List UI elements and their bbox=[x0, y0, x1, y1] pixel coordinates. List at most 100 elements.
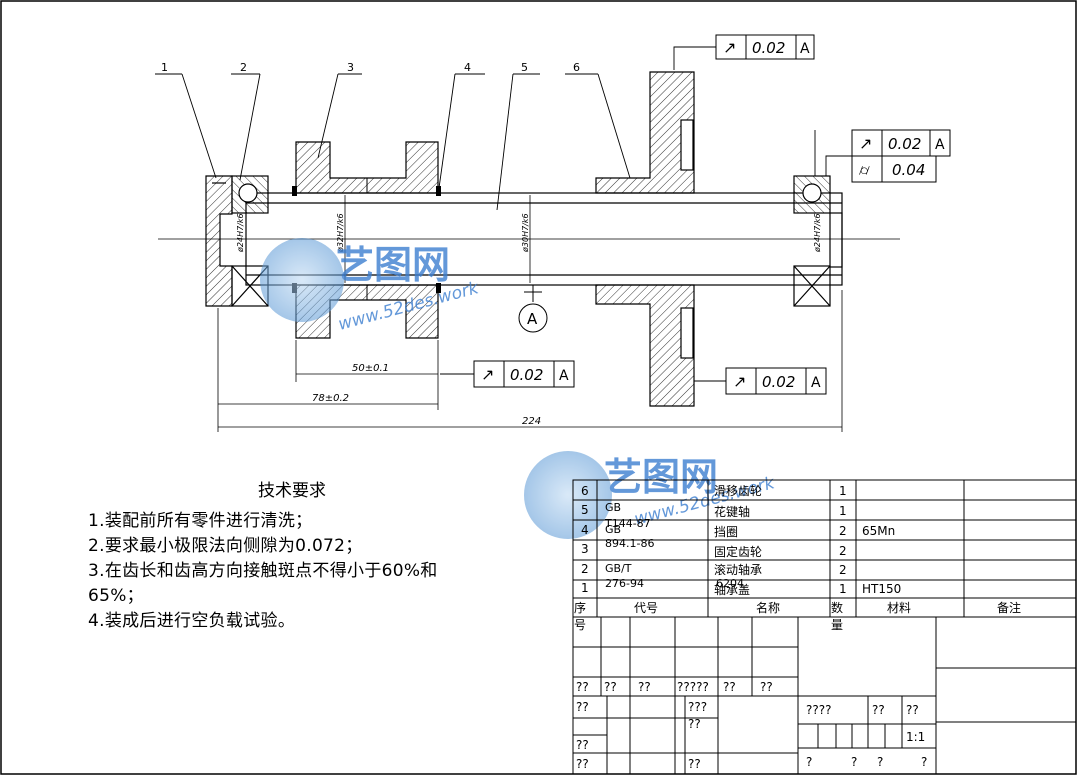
svg-text:894.1-86: 894.1-86 bbox=[605, 537, 654, 550]
bom-header: 序 号 代号 名称 数 量 材料 备注 bbox=[574, 600, 1021, 632]
svg-text:0.02: 0.02 bbox=[752, 39, 785, 57]
tolerance-frame-top: ↗ 0.02 A bbox=[673, 34, 815, 70]
svg-text:滑移齿轮: 滑移齿轮 bbox=[714, 484, 762, 498]
svg-text:??: ?? bbox=[760, 680, 773, 694]
svg-text:轴承盖: 轴承盖 bbox=[714, 582, 750, 597]
bom-rows: 6 滑移齿轮 1 5 GB T144-87 花键轴 1 4 GB 894.1-8… bbox=[581, 484, 901, 597]
svg-text:名称: 名称 bbox=[756, 600, 780, 615]
dim-78: 78±0.2 bbox=[312, 393, 349, 404]
note-line-3: 3.在齿长和齿高方向接触斑点不得小于60%和 bbox=[88, 561, 438, 581]
svg-text:↗: ↗ bbox=[723, 38, 736, 57]
svg-text:??: ?? bbox=[576, 680, 589, 694]
dim-224: 224 bbox=[522, 416, 541, 427]
svg-text:??: ?? bbox=[576, 738, 589, 752]
svg-text:A: A bbox=[800, 41, 810, 57]
svg-text:数: 数 bbox=[831, 600, 843, 615]
svg-text:65Mn: 65Mn bbox=[862, 524, 895, 538]
svg-text:0.04: 0.04 bbox=[892, 161, 925, 179]
svg-text:0.02: 0.02 bbox=[510, 366, 543, 384]
svg-text:276-94: 276-94 bbox=[605, 577, 644, 590]
callout-1: 1 bbox=[161, 61, 168, 74]
svg-text:??: ?? bbox=[688, 757, 701, 771]
svg-text:1: 1 bbox=[839, 504, 847, 518]
svg-text:3: 3 bbox=[581, 542, 589, 556]
svg-text:A: A bbox=[935, 137, 945, 153]
svg-text:A: A bbox=[559, 368, 569, 384]
svg-text:⌭: ⌭ bbox=[859, 161, 870, 179]
svg-text:A: A bbox=[811, 375, 821, 391]
tolerance-frame-bottom: ↗ 0.02 A bbox=[694, 367, 827, 395]
svg-text:2: 2 bbox=[581, 562, 589, 576]
bom-table bbox=[572, 479, 1077, 618]
sliding-gear bbox=[595, 71, 695, 407]
svg-text:?????: ????? bbox=[677, 680, 709, 694]
tolerance-frame-right-2: ⌭ 0.04 bbox=[814, 130, 937, 183]
svg-text:??: ?? bbox=[723, 680, 736, 694]
datum-symbol: A bbox=[518, 285, 548, 333]
fit-annotations: ø24H7/k6 ø32H7/k6 ø30H7/k6 ø24H7/k6 bbox=[236, 195, 822, 283]
dim-50: 50±0.1 bbox=[352, 363, 389, 374]
fit-f1: ø24H7/k6 bbox=[236, 213, 245, 253]
svg-text:?: ? bbox=[806, 755, 812, 769]
svg-text:↗: ↗ bbox=[481, 365, 494, 384]
notes-title: 技术要求 bbox=[258, 481, 326, 501]
fit-f2: ø32H7/k6 bbox=[336, 213, 345, 253]
dimension-texts: 50±0.1 78±0.2 224 bbox=[312, 363, 541, 427]
svg-text:↗: ↗ bbox=[733, 372, 746, 391]
technical-requirements: 技术要求 1.装配前所有零件进行清洗； 2.要求最小极限法向侧隙为0.072； … bbox=[88, 476, 508, 634]
svg-text:1: 1 bbox=[581, 581, 589, 595]
svg-text:??: ?? bbox=[576, 700, 589, 714]
svg-text:4: 4 bbox=[581, 523, 589, 537]
fit-f3: ø30H7/k6 bbox=[521, 213, 530, 253]
svg-text:号: 号 bbox=[574, 618, 586, 632]
watermark-1: 艺图网 www.52des.work bbox=[260, 238, 482, 335]
svg-text:1: 1 bbox=[839, 484, 847, 498]
svg-text:↗: ↗ bbox=[859, 134, 872, 153]
svg-text:GB: GB bbox=[605, 523, 621, 536]
svg-text:1: 1 bbox=[839, 582, 847, 596]
svg-text:材料: 材料 bbox=[887, 601, 911, 615]
svg-text:序: 序 bbox=[574, 600, 586, 615]
title-block-text: ?? ?? ?? ????? ?? ?? ?? ??? ?? ?? ?? ?? … bbox=[576, 680, 927, 771]
svg-text:??: ?? bbox=[638, 680, 651, 694]
svg-text:HT150: HT150 bbox=[862, 582, 901, 596]
svg-text:艺图网: 艺图网 bbox=[604, 455, 718, 499]
svg-text:5: 5 bbox=[581, 503, 589, 517]
callout-leaders bbox=[155, 73, 631, 211]
svg-text:???: ??? bbox=[688, 700, 707, 714]
svg-text:T144-87: T144-87 bbox=[604, 517, 651, 530]
note-line-1: 1.装配前所有零件进行清洗； bbox=[88, 511, 313, 531]
svg-text:????: ???? bbox=[806, 703, 831, 717]
svg-text:?: ? bbox=[877, 755, 883, 769]
svg-text:6204: 6204 bbox=[716, 577, 744, 590]
svg-text:1:1: 1:1 bbox=[906, 730, 925, 744]
dimension-lines bbox=[217, 290, 843, 432]
fit-f4: ø24H7/k6 bbox=[813, 213, 822, 253]
callout-numbers: 1 2 3 4 5 6 bbox=[161, 61, 580, 74]
svg-text:??: ?? bbox=[604, 680, 617, 694]
note-line-4: 65%； bbox=[88, 586, 144, 606]
svg-text:?: ? bbox=[921, 755, 927, 769]
bearing-right bbox=[793, 175, 843, 307]
callout-6: 6 bbox=[573, 61, 580, 74]
svg-text:GB: GB bbox=[605, 501, 621, 514]
callout-5: 5 bbox=[521, 61, 528, 74]
svg-text:备注: 备注 bbox=[997, 600, 1021, 615]
svg-text:代号: 代号 bbox=[634, 601, 658, 615]
svg-text:2: 2 bbox=[839, 563, 847, 577]
svg-text:??: ?? bbox=[576, 757, 589, 771]
callout-4: 4 bbox=[464, 61, 471, 74]
svg-text:花键轴: 花键轴 bbox=[714, 504, 750, 519]
note-line-2: 2.要求最小极限法向侧隙为0.072； bbox=[88, 536, 363, 556]
svg-text:0.02: 0.02 bbox=[888, 135, 921, 153]
svg-text:??: ?? bbox=[688, 717, 701, 731]
svg-text:2: 2 bbox=[839, 544, 847, 558]
svg-text:滚动轴承: 滚动轴承 bbox=[714, 562, 762, 577]
svg-text:A: A bbox=[527, 310, 538, 328]
svg-text:?: ? bbox=[851, 755, 857, 769]
svg-text:??: ?? bbox=[906, 703, 919, 717]
callout-2: 2 bbox=[240, 61, 247, 74]
svg-text:GB/T: GB/T bbox=[605, 562, 632, 575]
